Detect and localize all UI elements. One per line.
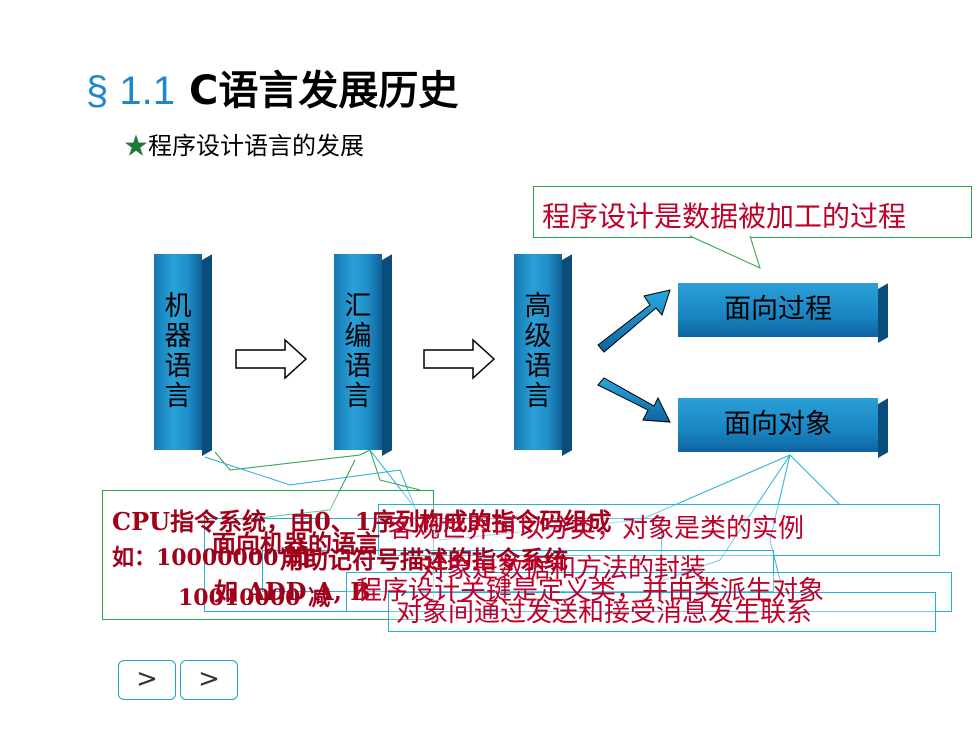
subtitle-text: 程序设计语言的发展	[148, 132, 364, 160]
star-icon: ★	[124, 132, 148, 160]
title-text: C语言发展历史	[188, 68, 459, 114]
callout-oo-box-b	[262, 550, 774, 592]
asm-desc-1: 面向机器的语言	[212, 529, 380, 558]
box-procedural: 面向过程	[678, 283, 878, 337]
section-number: § 1.1	[86, 69, 175, 113]
nav-button-first[interactable]: >	[118, 660, 176, 700]
asm-desc-3: 如 ADD A, B	[214, 577, 371, 606]
callout-lines	[214, 449, 421, 491]
callout-oo-box-a	[378, 504, 940, 556]
machine-desc-line1: CPU指令系统，由0、1序列构成的指令码组成	[112, 507, 612, 536]
callout-oo-box-d	[388, 592, 936, 632]
page-title: § 1.1 C语言发展历史	[86, 58, 458, 116]
arrow-machine-to-asm	[235, 338, 308, 380]
nav-button-next[interactable]: >	[180, 660, 238, 700]
oo-desc-3: 程序设计关键是定义类，并由类派生对象	[356, 576, 825, 606]
pillar-high-level-language: 高级语言	[514, 254, 562, 450]
callout-procedure-text: 程序设计是数据被加工的过程	[542, 200, 907, 233]
pillar-machine-language: 机器语言	[154, 254, 202, 450]
oo-desc-4: 对象间通过发送和接受消息发生联系	[396, 598, 813, 628]
machine-desc-line3: 10010000 减	[178, 585, 331, 611]
box-object-oriented: 面向对象	[678, 398, 878, 452]
asm-desc-2: 用助记符号描述的指令系统	[280, 545, 568, 574]
arrow-asm-to-high	[423, 338, 496, 380]
arrow-to-procedural	[597, 289, 671, 353]
callout-procedure: 程序设计是数据被加工的过程	[533, 186, 972, 238]
oo-desc-2: 对象是数据和方法的封装	[420, 554, 707, 584]
oo-desc-1: 客观世界可以分类，对象是类的实例	[388, 514, 805, 544]
machine-desc-line2: 如：10000000 加	[112, 545, 309, 571]
arrow-to-object	[597, 377, 671, 423]
callout-top-tail	[689, 235, 761, 269]
subtitle: ★程序设计语言的发展	[124, 126, 364, 161]
pillar-assembly-language: 汇编语言	[334, 254, 382, 450]
